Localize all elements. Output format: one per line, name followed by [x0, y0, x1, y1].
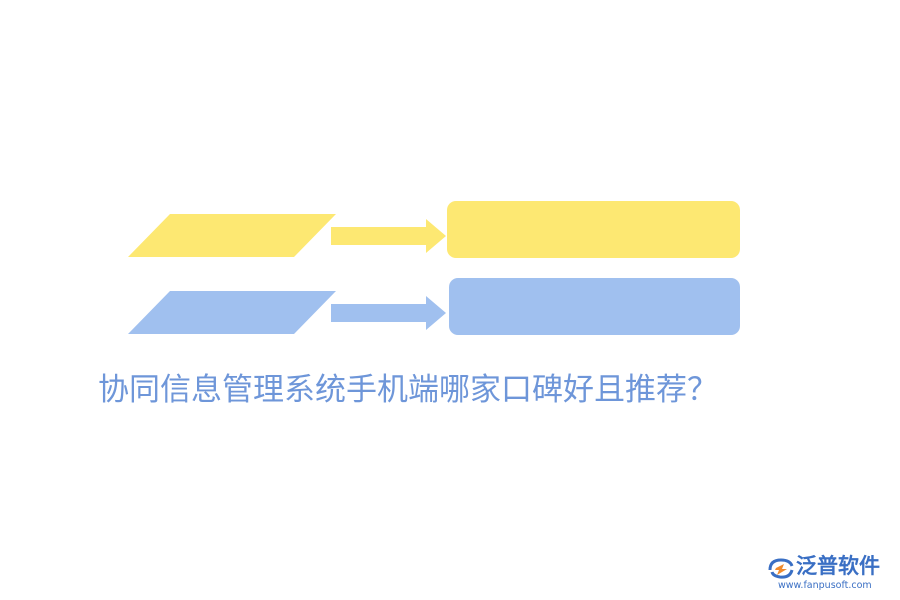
diagram-graphic — [128, 201, 740, 335]
page-title: 协同信息管理系统手机端哪家口碑好且推荐？ — [98, 372, 718, 408]
blue-rounded-box — [449, 278, 740, 335]
brand-url: www.fanpusoft.com — [778, 580, 872, 591]
brand-name: 泛普软件 — [796, 554, 880, 578]
blue-arrow — [331, 296, 446, 330]
blue-parallelogram — [128, 291, 336, 334]
brand-mark-icon — [768, 558, 794, 579]
yellow-arrow — [331, 219, 446, 253]
yellow-parallelogram — [128, 214, 336, 257]
yellow-rounded-box — [447, 201, 740, 258]
brand-logo[interactable]: 泛普软件 www.fanpusoft.com — [766, 550, 896, 594]
